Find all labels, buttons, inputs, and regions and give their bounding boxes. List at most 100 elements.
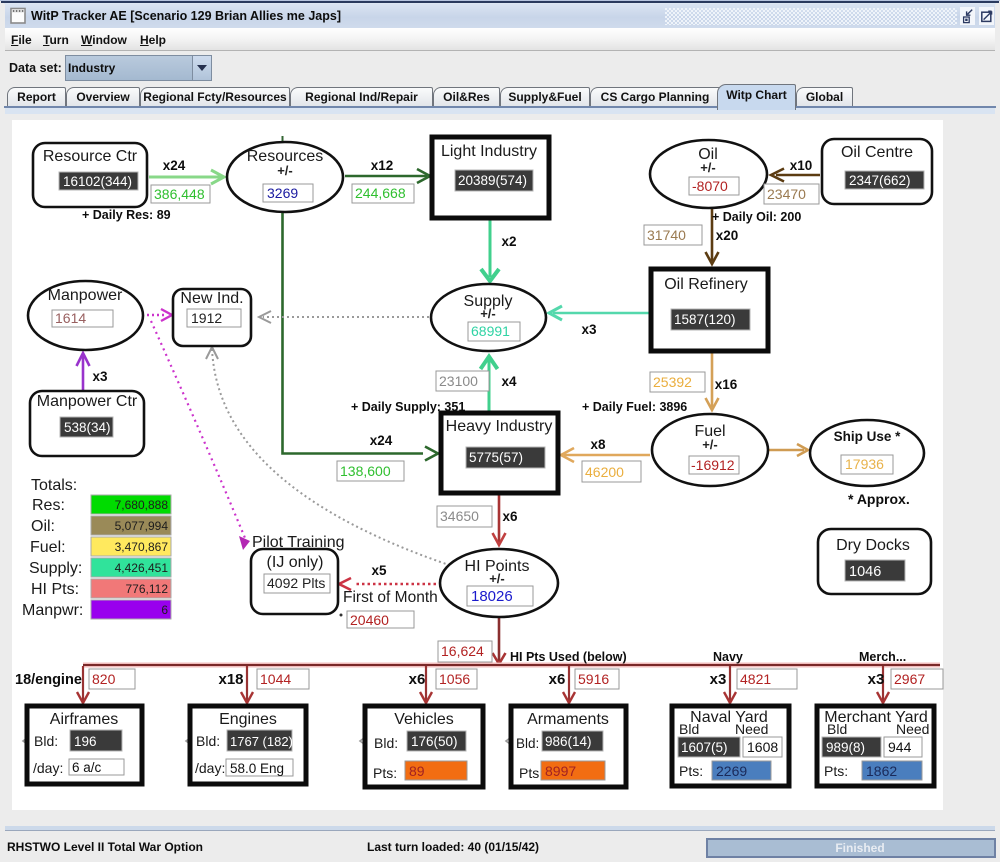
svg-text:4821: 4821: [740, 671, 771, 687]
svg-text:31740: 31740: [647, 227, 686, 243]
svg-text:Pilot Training: Pilot Training: [252, 534, 345, 551]
svg-text:Oil Centre: Oil Centre: [841, 144, 913, 161]
svg-text:+/-: +/-: [480, 306, 496, 321]
svg-text:Oil: Oil: [698, 146, 718, 163]
svg-text:Oil:: Oil:: [31, 518, 55, 535]
svg-text:/day:: /day:: [33, 760, 63, 776]
svg-text:+/-: +/-: [702, 437, 718, 452]
svg-text:x12: x12: [371, 158, 394, 173]
svg-text:x3: x3: [868, 671, 885, 688]
svg-text:20460: 20460: [350, 612, 389, 628]
svg-text:986(14): 986(14): [545, 734, 592, 749]
svg-text:x6: x6: [409, 671, 426, 688]
svg-text:+ Daily Res: 89: + Daily Res: 89: [82, 208, 171, 222]
svg-text:Merch...: Merch...: [859, 650, 906, 664]
svg-text:Totals:: Totals:: [31, 477, 77, 494]
svg-text:386,448: 386,448: [154, 186, 205, 202]
svg-text:1767 (182): 1767 (182): [230, 734, 293, 749]
svg-text:25392: 25392: [653, 374, 692, 390]
svg-text:x20: x20: [716, 228, 739, 243]
svg-text:Armaments: Armaments: [527, 711, 609, 728]
svg-text:1862: 1862: [866, 763, 897, 779]
svg-text:Fuel: Fuel: [694, 423, 725, 440]
svg-text:x10: x10: [790, 158, 813, 173]
svg-text:138,600: 138,600: [340, 463, 391, 479]
svg-text:1614: 1614: [55, 310, 86, 326]
svg-text:4092 Plts: 4092 Plts: [267, 575, 325, 591]
svg-text:+ Daily Oil: 200: + Daily Oil: 200: [712, 210, 801, 224]
svg-text:x3: x3: [710, 671, 727, 688]
svg-text:Pts:: Pts:: [824, 763, 848, 779]
svg-text:5775(57): 5775(57): [469, 450, 523, 465]
svg-text:2967: 2967: [894, 671, 925, 687]
svg-text:x24: x24: [163, 158, 186, 173]
svg-text:17936: 17936: [845, 456, 884, 472]
svg-text:Bld: Bld: [827, 721, 847, 737]
svg-text:58.0 Eng: 58.0 Eng: [230, 761, 284, 776]
svg-text:23100: 23100: [439, 373, 478, 389]
svg-text:16,624: 16,624: [441, 643, 484, 659]
svg-text:Manpower: Manpower: [48, 287, 123, 304]
svg-text:Airframes: Airframes: [50, 711, 118, 728]
svg-text:989(8): 989(8): [826, 740, 865, 755]
svg-text:176(50): 176(50): [411, 734, 458, 749]
svg-text:Bld:: Bld:: [374, 735, 398, 751]
svg-text:20389(574): 20389(574): [458, 173, 527, 188]
svg-text:8997: 8997: [545, 763, 576, 779]
svg-text:244,668: 244,668: [355, 185, 406, 201]
svg-text:-16912: -16912: [691, 457, 735, 473]
svg-text:First of Month: First of Month: [343, 589, 438, 606]
svg-text:18026: 18026: [471, 588, 513, 605]
svg-text:Bld:: Bld:: [34, 733, 58, 749]
svg-text:Engines: Engines: [219, 711, 277, 728]
svg-text:3,470,867: 3,470,867: [115, 540, 169, 554]
svg-text:x5: x5: [371, 563, 387, 578]
svg-text:x3: x3: [581, 322, 597, 337]
svg-text:HI Pts:: HI Pts:: [31, 581, 79, 598]
svg-text:HI Points: HI Points: [465, 558, 530, 575]
svg-text:68991: 68991: [471, 323, 510, 339]
svg-text:1912: 1912: [191, 310, 222, 326]
svg-text:Bld: Bld: [679, 721, 699, 737]
svg-text:1608: 1608: [747, 739, 778, 755]
svg-text:x16: x16: [715, 377, 738, 392]
svg-text:3269: 3269: [267, 185, 298, 201]
svg-text:1056: 1056: [439, 671, 470, 687]
svg-text:+/-: +/-: [489, 571, 505, 586]
svg-text:Vehicles: Vehicles: [394, 711, 454, 728]
svg-text:x18: x18: [218, 671, 243, 688]
svg-text:x4: x4: [501, 374, 517, 389]
svg-text:Light Industry: Light Industry: [441, 143, 537, 160]
svg-text:x2: x2: [501, 234, 516, 249]
svg-text:2269: 2269: [716, 763, 747, 779]
svg-text:Ship Use *: Ship Use *: [834, 429, 902, 444]
svg-text:+ Daily Fuel: 3896: + Daily Fuel: 3896: [582, 400, 687, 414]
svg-text:Pts:: Pts:: [519, 765, 543, 781]
svg-text:x3: x3: [92, 369, 108, 384]
svg-text:Pts:: Pts:: [373, 765, 397, 781]
svg-text:5916: 5916: [578, 671, 609, 687]
svg-text:1587(120): 1587(120): [674, 312, 736, 327]
svg-text:+ Daily Supply: 351: + Daily Supply: 351: [351, 400, 465, 414]
svg-text:Dry Docks: Dry Docks: [836, 537, 910, 554]
svg-text:2347(662): 2347(662): [849, 173, 911, 188]
svg-text:Bld:: Bld:: [516, 736, 539, 751]
svg-text:Navy: Navy: [713, 650, 743, 664]
svg-text:x6: x6: [502, 509, 518, 524]
svg-text:x24: x24: [370, 433, 393, 448]
svg-text:538(34): 538(34): [64, 420, 111, 435]
svg-text:6: 6: [161, 603, 168, 617]
svg-text:Fuel:: Fuel:: [30, 539, 66, 556]
svg-text:Need: Need: [735, 721, 768, 737]
svg-text:/day:: /day:: [195, 760, 225, 776]
svg-text:5,077,994: 5,077,994: [115, 519, 169, 533]
svg-text:Manpwr:: Manpwr:: [22, 602, 83, 619]
svg-text:Heavy Industry: Heavy Industry: [446, 418, 553, 435]
svg-text:(IJ only): (IJ only): [267, 554, 324, 571]
svg-text:+/-: +/-: [277, 163, 293, 178]
svg-text:HI Pts Used (below): HI Pts Used (below): [510, 650, 627, 664]
svg-text:x6: x6: [549, 671, 566, 688]
svg-text:Res:: Res:: [32, 497, 65, 514]
svg-text:Resource Ctr: Resource Ctr: [43, 148, 138, 165]
svg-text:820: 820: [92, 671, 116, 687]
